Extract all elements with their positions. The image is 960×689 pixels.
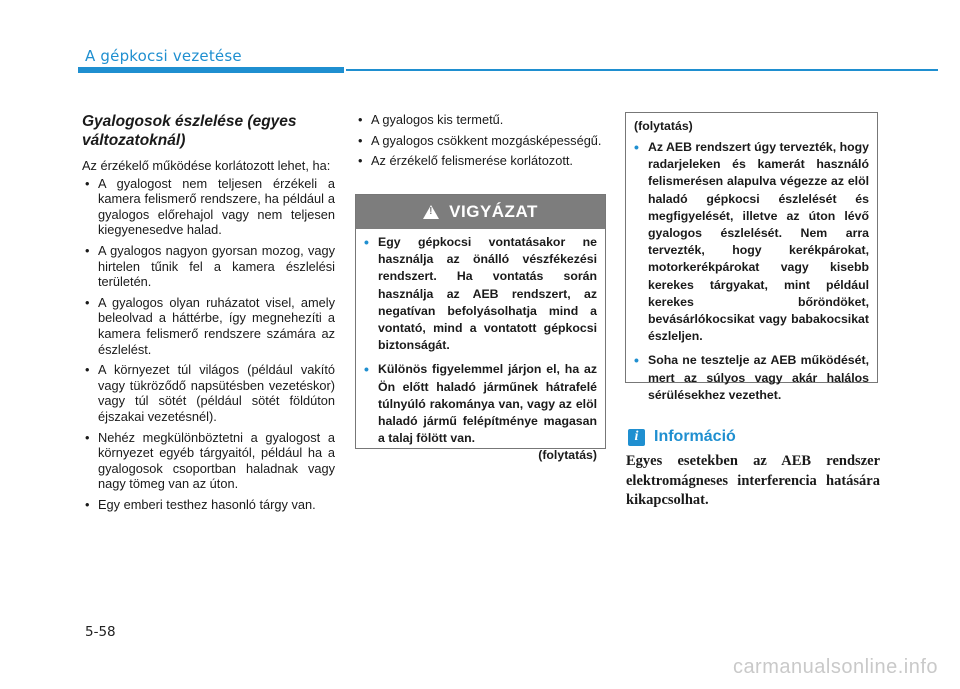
section-title: A gépkocsi vezetése (85, 47, 242, 65)
bullet-list: A gyalogos kis termetű. A gyalogos csökk… (355, 112, 605, 169)
list-item: A gyalogos kis termetű. (355, 112, 605, 128)
continued-label: (folytatás) (538, 448, 597, 463)
continued-item: Soha ne tesztelje az AEB műkö­dését, mer… (634, 352, 869, 404)
list-item: A környezet túl világos (például vakító … (82, 362, 335, 424)
list-item: A gyalogos csökkent mozgásképessé­gű. (355, 133, 605, 149)
section-heading: Gyalogosok észlelése (egyes változatokná… (82, 113, 297, 149)
list-item: Egy emberi testhez hasonló tárgy van. (82, 497, 335, 513)
warning-item: Egy gépkocsi vontatásakor ne használja a… (364, 234, 597, 354)
header-rule-thick (78, 67, 344, 73)
warning-title: VIGYÁZAT (449, 202, 538, 221)
continued-list: Az AEB rendszert úgy tervezték, hogy rad… (634, 139, 869, 404)
info-title: Információ (654, 428, 736, 445)
info-header: i Információ (628, 428, 736, 446)
page-number: 5-58 (85, 624, 116, 640)
column-2: A gyalogos kis termetű. A gyalogos csökk… (355, 112, 605, 174)
continued-top-label: (folytatás) (634, 119, 693, 133)
info-icon: i (628, 428, 645, 446)
info-text: Egyes esetekben az AEB rendszer elektrom… (626, 453, 880, 509)
warning-header: VIGYÁZAT (356, 195, 605, 229)
warning-list: Egy gépkocsi vontatásakor ne használja a… (364, 234, 597, 447)
warning-body: Egy gépkocsi vontatásakor ne használja a… (356, 229, 605, 462)
warning-item: Különös figyelemmel járjon el, ha az Ön … (364, 361, 597, 447)
header-rule-thin (346, 69, 938, 71)
bullet-list: A gyalogost nem teljesen érzékeli a kame… (82, 176, 335, 513)
intro-paragraph: Az érzékelő működése korlátozott lehet, … (82, 158, 331, 173)
list-item: A gyalogost nem teljesen érzékeli a kame… (82, 176, 335, 238)
continued-box: (folytatás) Az AEB rendszert úgy tervezt… (625, 112, 878, 402)
list-item: Nehéz megkülönböztetni a gyalogost a kör… (82, 430, 335, 492)
list-item: Az érzékelő felismerése korlátozott. (355, 153, 605, 169)
watermark: carmanualsonline.info (732, 656, 938, 678)
list-item: A gyalogos olyan ruházatot visel, amely … (82, 295, 335, 357)
column-1: Gyalogosok észlelése (egyes változatokná… (82, 112, 335, 517)
warning-triangle-icon (423, 205, 440, 219)
continued-item: Az AEB rendszert úgy tervezték, hogy rad… (634, 139, 869, 345)
list-item: A gyalogos nagyon gyorsan mozog, vagy hi… (82, 243, 335, 290)
warning-box: VIGYÁZAT Egy gépkocsi vontatásakor ne ha… (355, 194, 606, 462)
